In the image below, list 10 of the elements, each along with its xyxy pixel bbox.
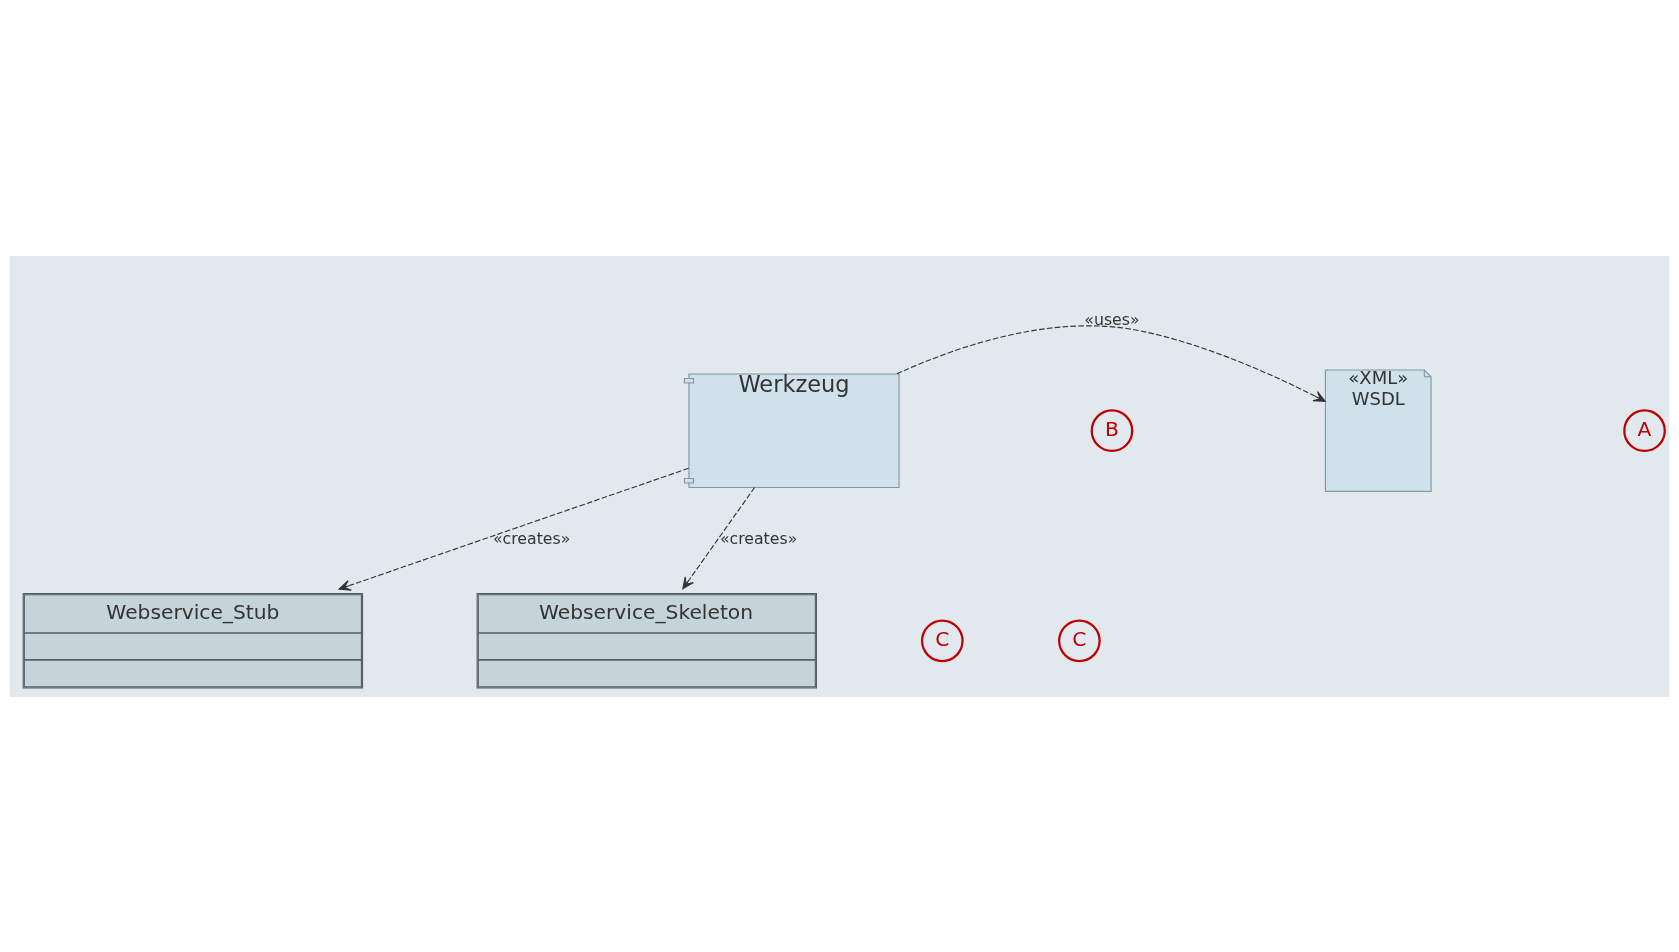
arrow — [338, 467, 690, 591]
label: A — [1637, 416, 1652, 441]
arrow — [896, 324, 1326, 402]
label: C — [1072, 626, 1087, 651]
edge-label: «creates» — [719, 528, 798, 548]
edge-label: «creates» — [492, 528, 571, 548]
arrow — [682, 486, 756, 589]
label: C — [935, 626, 950, 651]
label: B — [1105, 416, 1119, 441]
edge-label: «uses» — [1084, 309, 1140, 329]
